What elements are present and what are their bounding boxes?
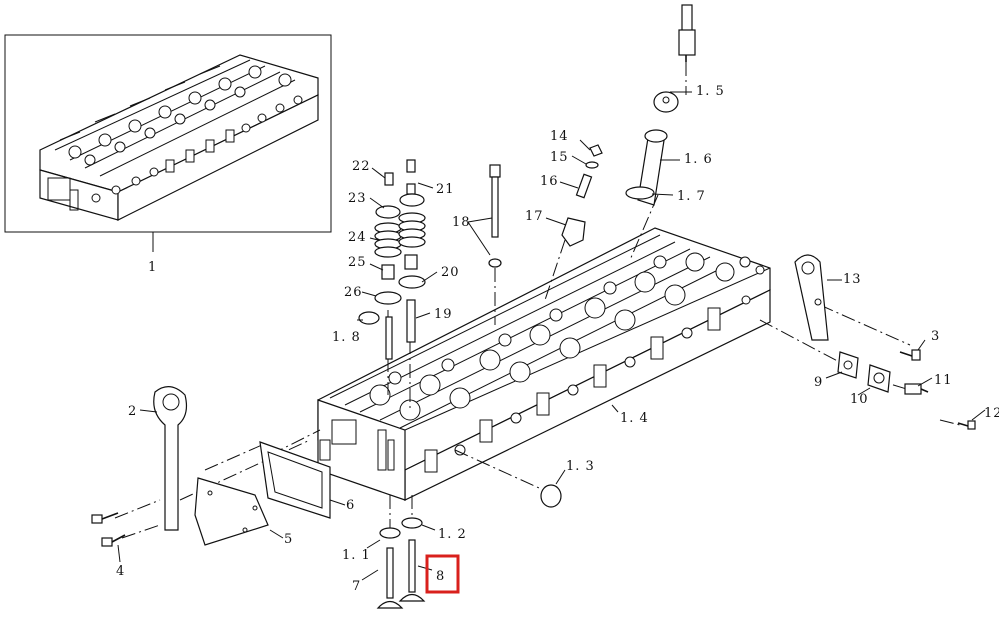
injector-assembly (625, 4, 696, 206)
lifting-eye-2 (153, 386, 188, 531)
cotter-22 (384, 172, 394, 186)
seat-1-2 (401, 517, 423, 529)
rocker-17 (561, 217, 586, 247)
seal-25 (381, 264, 395, 280)
retainer-23 (375, 205, 401, 219)
label-7: 7 (352, 579, 361, 594)
label-19: 19 (434, 307, 453, 322)
overview-inset: 1 (4, 34, 332, 275)
inset-frame (4, 34, 332, 233)
label-11: 11 (934, 373, 953, 388)
gasket-6 (259, 441, 331, 519)
label-8: 8 (436, 569, 445, 584)
label-25: 25 (348, 255, 367, 270)
label-3: 3 (931, 329, 940, 344)
plate-10 (867, 364, 891, 393)
label-1-6: 1. 6 (684, 152, 713, 167)
valve-8-head (398, 593, 426, 602)
screw-16 (575, 173, 593, 199)
label-6: 6 (346, 498, 355, 513)
highlight-box-part-8 (425, 554, 460, 594)
label-18: 18 (452, 215, 471, 230)
label-9: 9 (814, 375, 823, 390)
label-26: 26 (344, 285, 363, 300)
spring-24 (374, 222, 402, 258)
label-1-8: 1. 8 (332, 330, 361, 345)
label-20: 20 (441, 265, 460, 280)
label-1-4: 1. 4 (620, 411, 649, 426)
label-2: 2 (128, 404, 137, 419)
label-5: 5 (284, 532, 293, 547)
bracket-13 (794, 254, 829, 341)
label-14: 14 (550, 129, 569, 144)
bolt-3 (899, 349, 921, 361)
part-labels: 1. 5 1. 6 1. 7 14 15 16 17 18 22 23 24 2… (116, 84, 999, 594)
valves (376, 517, 426, 609)
bolt-12 (957, 420, 976, 430)
nut-14 (589, 144, 603, 157)
rocker-parts (488, 144, 603, 268)
label-1: 1 (148, 260, 157, 275)
inset-head-drawing (39, 54, 319, 221)
washer-15 (585, 161, 599, 169)
label-1-7: 1. 7 (677, 189, 706, 204)
valve-7-head (376, 600, 404, 609)
label-12: 12 (984, 406, 999, 421)
label-23: 23 (348, 191, 367, 206)
label-16: 16 (540, 174, 559, 189)
valve-7-stem (386, 547, 394, 599)
label-4: 4 (116, 564, 125, 579)
label-13: 13 (843, 272, 862, 287)
label-1-3: 1. 3 (566, 459, 595, 474)
gasket-9 (837, 351, 859, 379)
label-21: 21 (436, 182, 455, 197)
plug-1-3 (540, 484, 562, 508)
o-ring-1-7 (625, 186, 655, 200)
cotter-21 (406, 183, 416, 195)
cover-5 (194, 477, 269, 546)
bolt-head-18 (489, 164, 501, 178)
label-10: 10 (850, 392, 869, 407)
sensor-11 (904, 383, 929, 395)
label-1-1: 1. 1 (342, 548, 371, 563)
leader-lines (117, 91, 986, 581)
label-1-5: 1. 5 (696, 84, 725, 99)
label-15: 15 (550, 150, 569, 165)
valve-spring-right (385, 159, 426, 360)
guide-1-8 (358, 311, 380, 325)
valve-8-stem (408, 539, 416, 593)
bolts-4 (91, 512, 126, 547)
washer-20 (398, 275, 426, 289)
washer-26 (374, 291, 402, 305)
label-22: 22 (352, 159, 371, 174)
guide-19 (406, 299, 416, 343)
cylinder-head-1-4 (317, 227, 771, 501)
label-1-2: 1. 2 (438, 527, 467, 542)
label-17: 17 (525, 209, 544, 224)
seat-1-1 (379, 527, 401, 539)
label-24: 24 (348, 230, 367, 245)
